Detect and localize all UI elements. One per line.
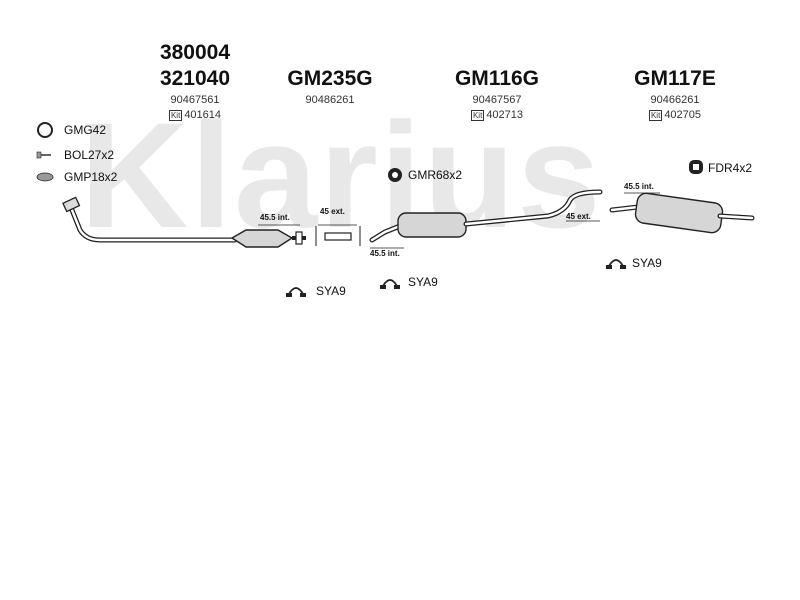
oe-number: 90467567	[472, 94, 522, 106]
fdr-mount-icon	[689, 160, 703, 174]
oe-number: 90486261	[305, 94, 355, 106]
gmp-clamp-label: GMP18x2	[64, 170, 118, 184]
catalytic-converter	[230, 229, 294, 248]
centre-silencer	[397, 212, 467, 238]
part-column-3: GM116G 90467567 Kit 402713	[442, 66, 552, 121]
gmp-clamp-icon	[36, 172, 54, 182]
kit-number: 402705	[664, 109, 702, 121]
dimension-label: 45 ext.	[566, 212, 591, 221]
part-column-2: GM235G 90486261	[275, 66, 385, 106]
oe-number: 90466261	[650, 94, 700, 106]
sya-clamp-label: SYA9	[632, 256, 662, 270]
front-flange	[62, 196, 81, 213]
bolt-label: BOL27x2	[64, 148, 115, 162]
bolt-icon	[36, 151, 51, 159]
kit-tag: Kit	[470, 109, 485, 121]
oe-number: 90467561	[170, 94, 220, 106]
sya-clamp-icon	[380, 279, 400, 289]
part-number: GM117E	[634, 67, 716, 90]
kit-number-row: Kit 402705	[620, 109, 730, 121]
kit-number: 401614	[184, 109, 222, 121]
front-pipe	[67, 202, 238, 243]
part-number: 321040	[159, 67, 231, 90]
kit-tag: Kit	[168, 109, 183, 121]
sya-clamp-label: SYA9	[316, 284, 346, 298]
gasket-icon	[37, 122, 53, 138]
rubber-mount-icon	[388, 168, 402, 182]
sya-clamp-icon	[606, 259, 626, 269]
part-column-1: 380004 321040 90467561 Kit 401614	[140, 40, 250, 121]
dimension-label: 45.5 int.	[260, 213, 290, 222]
rubber-mount-label: GMR68x2	[408, 168, 463, 182]
part-number: GM235G	[287, 67, 373, 90]
part-number: 380004	[159, 41, 231, 64]
connector-pipe	[324, 232, 352, 241]
sya-clamp-label: SYA9	[408, 275, 438, 289]
kit-tag: Kit	[648, 109, 663, 121]
gasket-label: GMG42	[64, 123, 107, 137]
dimension-label: 45.5 int.	[624, 182, 654, 191]
part-number: GM116G	[454, 67, 540, 90]
part-column-4: GM117E 90466261 Kit 402705	[620, 66, 730, 121]
kit-number: 402713	[486, 109, 524, 121]
dimension-label: 45.5 int.	[370, 249, 400, 258]
sya-clamp-icon	[286, 287, 306, 297]
fdr-mount-label: FDR4x2	[708, 161, 753, 175]
rear-silencer	[634, 192, 724, 234]
kit-number-row: Kit 402713	[442, 109, 552, 121]
kit-number-row: Kit 401614	[140, 109, 250, 121]
dimension-label: 45 ext.	[320, 207, 345, 216]
